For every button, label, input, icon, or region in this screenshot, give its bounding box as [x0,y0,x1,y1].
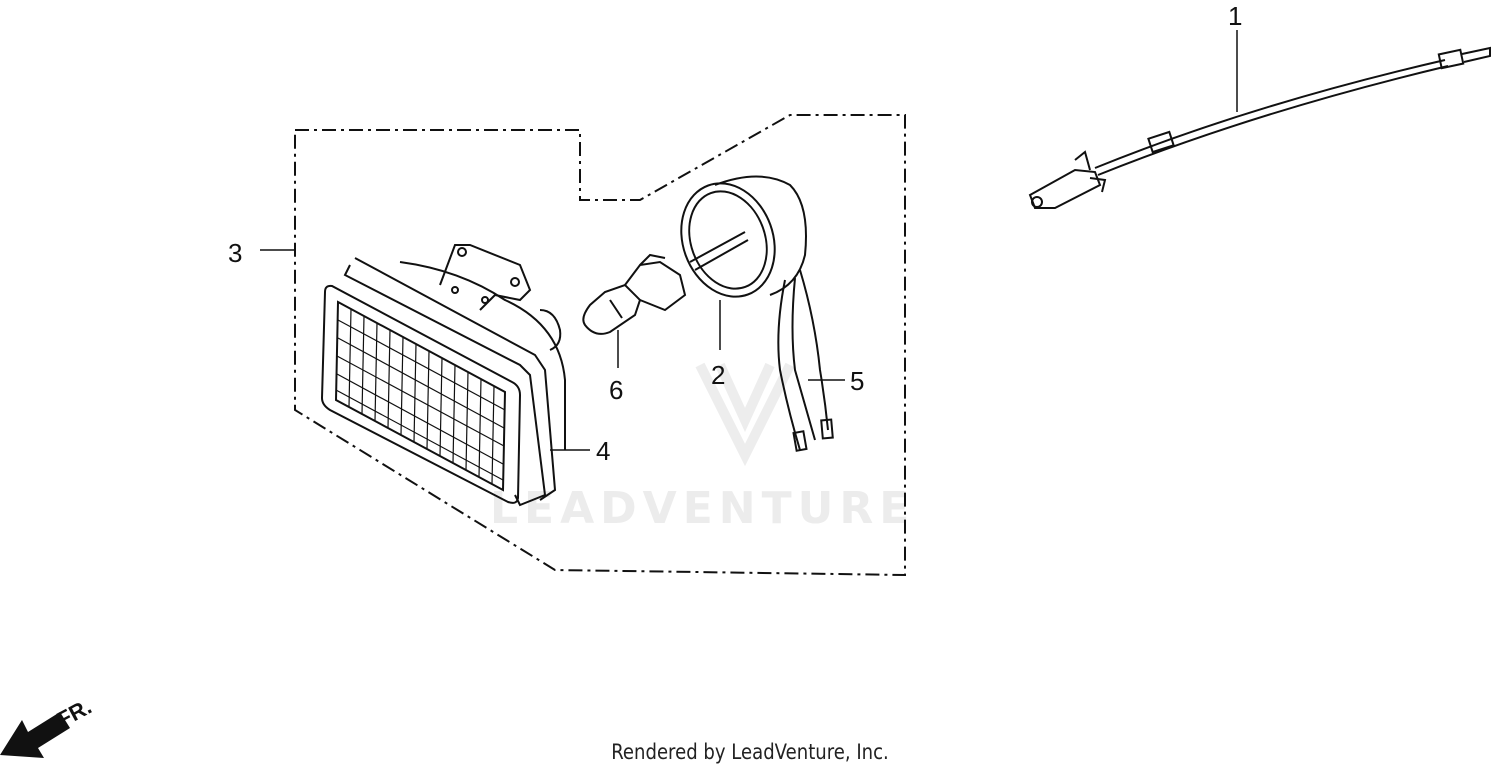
watermark: LEADVENTURE [490,362,915,534]
bulb [582,253,687,335]
socket-wires [777,269,834,452]
callout-6: 6 [609,375,623,405]
callout-1: 1 [1228,1,1242,31]
socket-cover [680,175,807,298]
callout-4: 4 [596,436,610,466]
callout-3: 3 [228,238,242,268]
leader-lines [260,30,1238,451]
footer-credit: Rendered by LeadVenture, Inc. [611,740,889,764]
front-direction-indicator: FR. [0,694,96,758]
headlight-housing [343,244,566,507]
wire-harness [1028,46,1491,209]
headlight-lens [320,284,522,504]
watermark-text: LEADVENTURE [490,483,915,534]
callout-2: 2 [711,360,725,390]
callout-5: 5 [850,366,864,396]
arrow-icon [0,712,70,758]
